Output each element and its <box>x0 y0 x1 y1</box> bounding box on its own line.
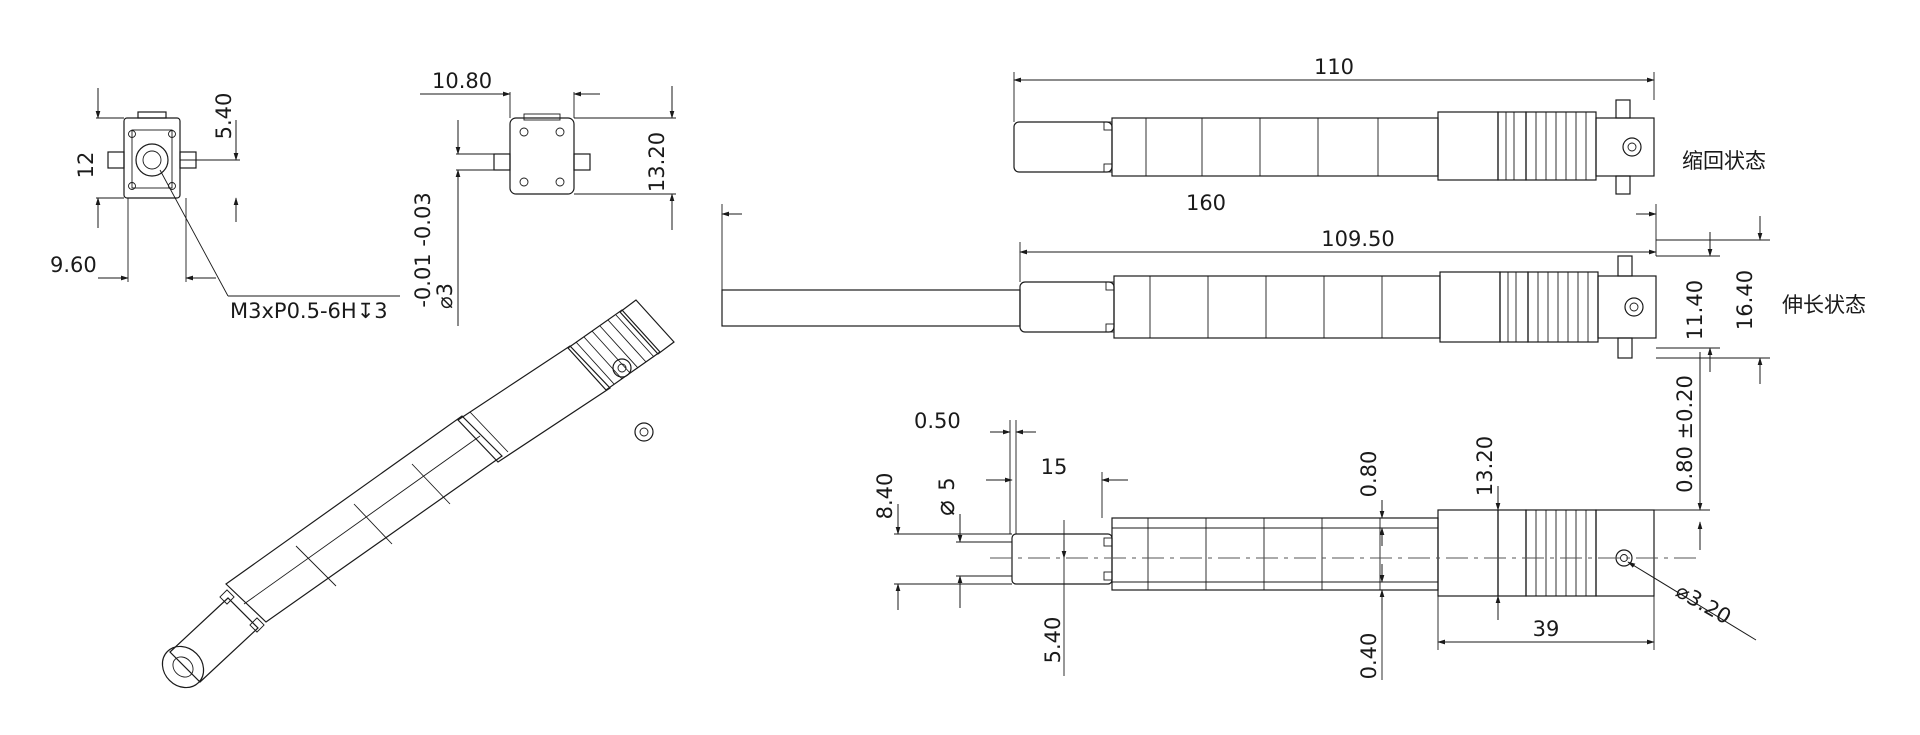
front-dim-height: 12 <box>74 152 98 179</box>
bottom-dim-head-len: 39 <box>1533 617 1560 641</box>
extended-label: 伸长状态 <box>1782 293 1866 317</box>
side-dim-width: 10.80 <box>432 69 492 93</box>
side-dim-height: 13.20 <box>645 132 669 192</box>
extended-dim-h2: 16.40 <box>1733 270 1757 330</box>
bottom-dim-step: 0.80 ±0.20 <box>1673 375 1697 493</box>
bottom-dim-height: 8.40 <box>873 473 897 520</box>
side-dim-shaft-tol: -0.01 -0.03 <box>411 192 435 307</box>
retracted-dim-length: 110 <box>1314 55 1354 79</box>
bottom-view: 0.50 15 8.40 ⌀ 5 5.40 0.80 0.40 1 <box>873 352 1757 680</box>
side-dim-shaft-dia: ⌀3 <box>433 283 457 309</box>
extended-dim-total: 160 <box>1186 191 1226 215</box>
extended-dim-body: 109.50 <box>1321 227 1394 251</box>
bottom-dim-wall-top: 0.80 <box>1357 451 1381 498</box>
front-dim-width: 9.60 <box>50 253 97 277</box>
bottom-dim-rod-dia-sym: ⌀ <box>931 500 961 516</box>
bottom-dim-gap: 0.50 <box>914 409 961 433</box>
extended-dim-h1: 11.40 <box>1683 280 1707 340</box>
bottom-dim-wall-bot: 0.40 <box>1357 633 1381 680</box>
retracted-view: 110 缩回状态 <box>1013 55 1766 195</box>
isometric-view <box>161 299 675 689</box>
bottom-dim-body-h: 13.20 <box>1473 436 1497 496</box>
front-view: 12 5.40 9.60 M3xP0.5-6H↧3 <box>50 88 400 323</box>
front-thread-note: M3xP0.5-6H↧3 <box>230 299 388 323</box>
retracted-label: 缩回状态 <box>1682 149 1766 173</box>
extended-view: 160 109.50 11.40 16.40 伸长状态 <box>721 191 1866 384</box>
bottom-dim-rod-dia-val: 5 <box>935 477 959 490</box>
bottom-dim-rod-len: 15 <box>1041 455 1068 479</box>
side-view: 10.80 13.20 -0.01 -0.03 ⌀3 <box>411 69 676 326</box>
front-dim-offset: 5.40 <box>212 93 236 140</box>
bottom-dim-hole: ⌀3.20 <box>1672 579 1735 629</box>
bottom-dim-offset: 5.40 <box>1041 617 1065 664</box>
